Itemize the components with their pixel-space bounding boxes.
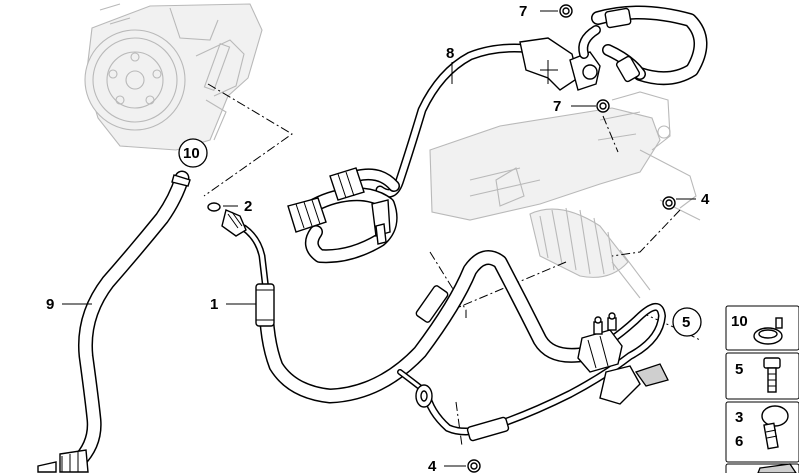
callout-5: 5 xyxy=(682,314,690,331)
callout-5-circle xyxy=(672,307,702,337)
assembly-guide-lines xyxy=(203,83,701,447)
callout-2: 2 xyxy=(244,198,252,215)
legend-label-10: 10 xyxy=(731,313,748,330)
pressure-hose-1 xyxy=(221,209,594,404)
callout-10-circle xyxy=(178,138,208,168)
return-hose-9 xyxy=(37,170,191,473)
callout-4-right: 4 xyxy=(701,191,710,208)
banjo-bolt-icon xyxy=(763,357,781,393)
rack-line-assembly-5 xyxy=(397,303,669,442)
legend-label-3: 3 xyxy=(735,409,743,426)
callout-1: 1 xyxy=(210,296,218,313)
callout-7-mid: 7 xyxy=(553,98,561,115)
banjo-bolt-long-icon xyxy=(761,405,789,450)
callout-7-top: 7 xyxy=(519,3,527,20)
hose-clamp-icon xyxy=(753,317,783,345)
leader-lines xyxy=(62,10,696,467)
legend-label-5: 5 xyxy=(735,361,743,378)
callout-10: 10 xyxy=(183,145,200,162)
power-steering-pump-icon xyxy=(84,3,263,151)
callout-4-bottom: 4 xyxy=(428,458,437,473)
sealing-washer-icon xyxy=(207,4,676,473)
callout-8: 8 xyxy=(446,45,454,62)
callout-9: 9 xyxy=(46,296,54,313)
legend-label-6: 6 xyxy=(735,433,743,450)
supply-hose-8 xyxy=(287,5,708,264)
parts-legend xyxy=(725,305,799,473)
steering-gear-icon xyxy=(429,91,701,299)
